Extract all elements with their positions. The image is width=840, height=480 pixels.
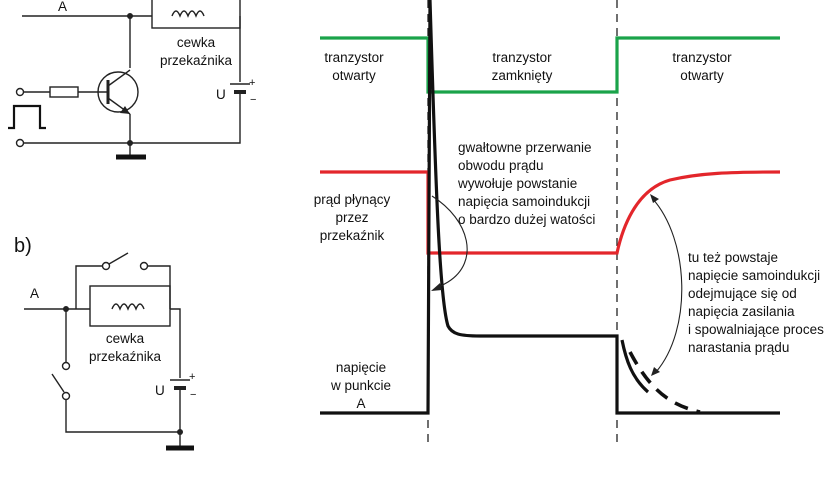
circuit-b-supply-label: U xyxy=(155,383,165,398)
circuit-b-plus: + xyxy=(189,371,195,383)
circuit-b: b) A cewka przekaźnika U + − xyxy=(14,235,196,451)
current-label-1: prąd płynący xyxy=(314,192,391,207)
annotation-recovery-arrow-bottom-icon xyxy=(651,367,660,376)
annotation-break-4: napięcia samoindukcji xyxy=(458,194,590,209)
input-terminal-top xyxy=(15,87,25,97)
left-switch-contact-top xyxy=(61,361,71,371)
voltage-label-2: w punkcie xyxy=(330,378,391,393)
switch-contact-right xyxy=(139,261,149,271)
state-open-right-1: tranzystor xyxy=(672,50,732,65)
voltage-dip-dashed xyxy=(628,351,701,414)
circuit-a-supply-label: U xyxy=(216,87,226,102)
switch-contact-left xyxy=(101,261,111,271)
timing-diagram: tranzystor otwarty tranzystor zamknięty … xyxy=(314,0,824,442)
annotation-recovery-arrow-top-icon xyxy=(650,194,659,203)
transistor-state-trace xyxy=(320,36,780,94)
left-switch-contact-bottom xyxy=(61,391,71,401)
annotation-break-arrow-icon xyxy=(431,283,442,291)
annotation-recovery-6: narastania prądu xyxy=(688,340,789,355)
voltage-label-1: napięcie xyxy=(336,360,386,375)
circuit-b-panel-label: b) xyxy=(14,235,32,257)
circuit-b-coil-box xyxy=(89,285,171,327)
circuit-a-node-label: A xyxy=(58,0,67,14)
voltage-a-trace xyxy=(320,0,780,415)
coil-icon-b xyxy=(111,303,145,311)
circuit-b-right-wire xyxy=(170,308,181,378)
state-open-right-2: otwarty xyxy=(680,68,724,83)
state-closed-1: tranzystor xyxy=(492,50,552,65)
state-closed-2: zamknięty xyxy=(492,68,553,83)
relay-current-trace xyxy=(320,170,781,255)
circuit-b-bypass-wire-right xyxy=(147,265,171,309)
current-label-3: przekaźnik xyxy=(320,228,385,243)
circuit-b-node-label: A xyxy=(30,286,39,301)
circuit-a-minus: − xyxy=(250,94,256,106)
resistor-icon xyxy=(49,86,79,98)
switch-top-icon xyxy=(108,252,129,265)
input-terminal-bottom xyxy=(15,138,25,148)
transistor-collector-leg xyxy=(107,69,131,87)
annotation-break-1: gwałtowne przerwanie xyxy=(458,140,592,155)
circuit-a-coil-box xyxy=(151,0,241,29)
circuit-b-bypass-wire-left xyxy=(75,265,103,309)
current-label-2: przez xyxy=(335,210,368,225)
annotation-break-2: obwodu prądu xyxy=(458,158,544,173)
annotation-recovery-2: napięcie samoindukcji xyxy=(688,268,820,283)
pulse-icon xyxy=(8,104,46,130)
annotation-recovery-5: i spowalniające proces xyxy=(688,322,824,337)
annotation-recovery-3: odejmujące się od xyxy=(688,286,797,301)
circuit-a-plus: + xyxy=(249,77,255,89)
switch-left-icon xyxy=(51,373,65,393)
annotation-recovery-1: tu też powstaje xyxy=(688,250,778,265)
circuit-b-return-wire xyxy=(65,390,181,433)
state-open-left-2: otwarty xyxy=(332,68,376,83)
annotation-break-3: wywołuje powstanie xyxy=(457,176,577,191)
circuit-b-coil-label-1: cewka xyxy=(106,331,145,346)
coil-icon xyxy=(171,10,205,18)
state-open-left-1: tranzystor xyxy=(324,50,384,65)
annotation-break-5: o bardzo dużej watości xyxy=(458,212,595,227)
annotation-recovery-leader xyxy=(651,197,683,373)
circuit-a-coil-label-2: przekaźnika xyxy=(160,53,233,68)
annotation-recovery-4: napięcia zasilania xyxy=(688,304,795,319)
voltage-dip-solid xyxy=(620,339,650,394)
circuit-b-minus: − xyxy=(190,389,196,401)
circuit-a-coil-label-1: cewka xyxy=(177,35,216,50)
voltage-label-3: A xyxy=(356,396,365,411)
circuit-b-coil-label-2: przekaźnika xyxy=(89,349,162,364)
emitter-arrow-icon xyxy=(120,106,130,114)
circuit-a-return-wire xyxy=(130,94,241,144)
circuit-a: A cewka przekaźnika U + − xyxy=(8,0,256,160)
